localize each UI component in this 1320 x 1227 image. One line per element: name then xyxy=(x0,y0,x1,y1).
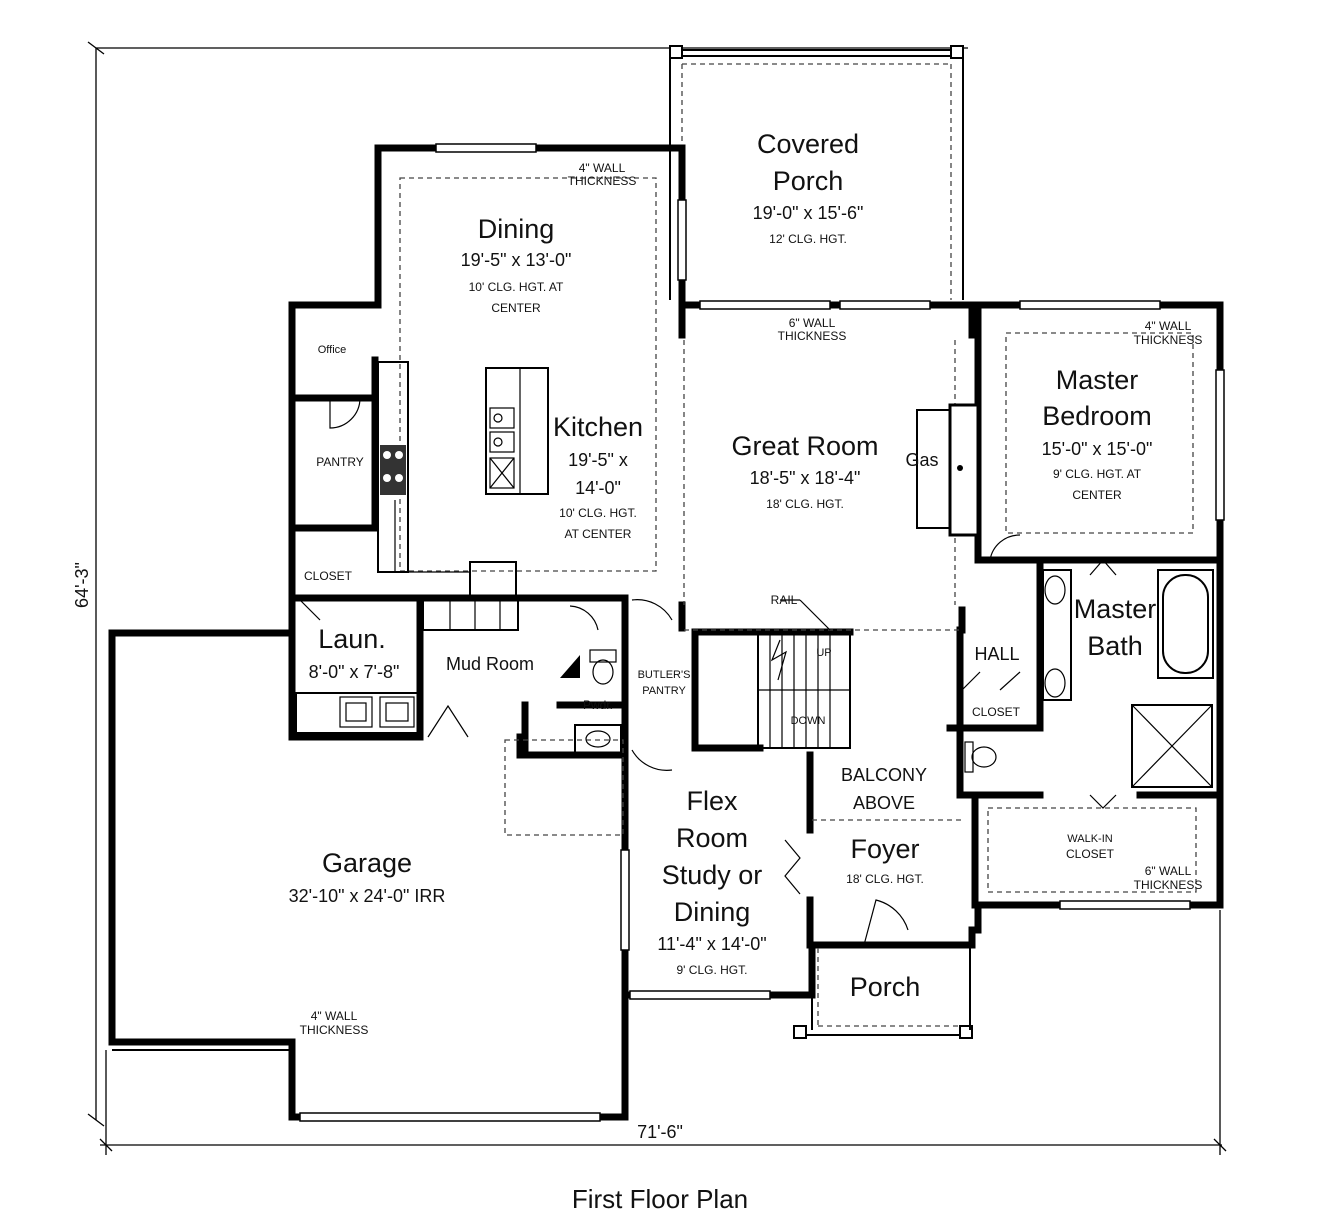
master-bath-fixtures xyxy=(964,569,1214,788)
fireplace-label: Gas xyxy=(905,450,938,470)
stairs-down-label: DOWN xyxy=(791,715,826,727)
garage-size: 32'-10" x 24'-0" IRR xyxy=(289,886,446,906)
staircase xyxy=(757,599,851,749)
rail-label: RAIL xyxy=(771,593,798,607)
kitchen-fixtures xyxy=(377,361,549,631)
mud-room-name: Mud Room xyxy=(446,654,534,674)
flex-room-size: 11'-4" x 14'-0" xyxy=(657,934,766,954)
butlers-pantry-1: BUTLER'S xyxy=(638,669,691,681)
butlers-pantry-2: PANTRY xyxy=(642,685,686,697)
ceiling-outlines xyxy=(399,177,1197,893)
laundry-size: 8'-0" x 7'-8" xyxy=(309,662,400,682)
kitchen-name: Kitchen xyxy=(553,412,643,442)
flex-room-2: Room xyxy=(676,823,748,853)
doors xyxy=(297,397,1117,946)
walk-in-wall-note-2: THICKNESS xyxy=(1134,878,1203,892)
kitchen-ceiling-1: 10' CLG. HGT. xyxy=(559,506,637,520)
front-porch xyxy=(793,948,973,1039)
dining-wall-note-2: THICKNESS xyxy=(568,174,637,188)
great-room-wall-note-2: THICKNESS xyxy=(778,329,847,343)
walk-in-wall-note-1: 6" WALL xyxy=(1145,864,1192,878)
master-bath-name-2: Bath xyxy=(1087,631,1143,661)
walk-in-closet-2: CLOSET xyxy=(1066,847,1115,861)
laundry-fixtures xyxy=(295,692,421,734)
kitchen-size-2: 14'-0" xyxy=(575,478,621,498)
great-room-name: Great Room xyxy=(731,431,878,461)
garage-wall-note-2: THICKNESS xyxy=(300,1023,369,1037)
exterior-walls xyxy=(108,144,1224,1121)
dining-wall-note-1: 4" WALL xyxy=(579,161,626,175)
balcony-1: BALCONY xyxy=(841,765,927,785)
great-room-wall-note-1: 6" WALL xyxy=(789,316,836,330)
kitchen-ceiling-2: AT CENTER xyxy=(565,527,632,541)
flex-room-3: Study or xyxy=(662,860,763,890)
fireplace xyxy=(916,403,980,537)
powder-fixtures xyxy=(560,649,622,754)
plan-title: First Floor Plan xyxy=(572,1184,748,1214)
powder-label: Pwdr. xyxy=(583,698,613,712)
stairs-up-label: UP xyxy=(816,647,831,659)
kitchen-size-1: 19'-5" x xyxy=(568,450,628,470)
master-bedroom-name-2: Bedroom xyxy=(1042,401,1152,431)
foyer-name: Foyer xyxy=(850,834,919,864)
overall-depth: 64'-3" xyxy=(72,562,92,608)
flex-room-4: Dining xyxy=(674,897,751,927)
dining-ceiling-2: CENTER xyxy=(491,301,541,315)
flex-room-ceiling: 9' CLG. HGT. xyxy=(677,963,748,977)
great-room-size: 18'-5" x 18'-4" xyxy=(750,468,861,488)
covered-porch-size: 19'-0" x 15'-6" xyxy=(753,203,864,223)
master-wall-note-1: 4" WALL xyxy=(1145,319,1192,333)
room-labels: Covered Porch 19'-0" x 15'-6" 12' CLG. H… xyxy=(289,129,1203,1037)
dining-ceiling-1: 10' CLG. HGT. AT xyxy=(469,280,564,294)
flex-room-1: Flex xyxy=(686,786,738,816)
master-bath-name-1: Master xyxy=(1074,594,1157,624)
porch-name: Porch xyxy=(850,972,921,1002)
walk-in-closet-1: WALK-IN xyxy=(1067,833,1112,845)
garage-wall-note-1: 4" WALL xyxy=(311,1009,358,1023)
dining-size: 19'-5" x 13'-0" xyxy=(461,250,572,270)
master-bedroom-name-1: Master xyxy=(1056,365,1139,395)
hall-closet-label: CLOSET xyxy=(972,705,1021,719)
covered-porch-structure xyxy=(669,45,964,300)
dimension-lines xyxy=(87,41,1227,1155)
covered-porch-name-1: Covered xyxy=(757,129,859,159)
pantry-label: PANTRY xyxy=(316,455,364,469)
hall-label: HALL xyxy=(974,644,1019,664)
laundry-name: Laun. xyxy=(318,624,386,654)
covered-porch-ceiling: 12' CLG. HGT. xyxy=(769,232,847,246)
laundry-closet-label: CLOSET xyxy=(304,569,353,583)
garage-name: Garage xyxy=(322,848,412,878)
office-label: Office xyxy=(318,344,347,356)
master-bedroom-size: 15'-0" x 15'-0" xyxy=(1042,439,1153,459)
windows xyxy=(299,143,1225,1122)
master-wall-note-2: THICKNESS xyxy=(1134,333,1203,347)
balcony-2: ABOVE xyxy=(853,793,915,813)
master-bedroom-ceiling-2: CENTER xyxy=(1072,488,1122,502)
foyer-ceiling: 18' CLG. HGT. xyxy=(846,872,924,886)
overall-width: 71'-6" xyxy=(637,1122,683,1142)
dining-name: Dining xyxy=(478,214,555,244)
covered-porch-name-2: Porch xyxy=(773,166,844,196)
great-room-ceiling: 18' CLG. HGT. xyxy=(766,497,844,511)
master-bedroom-ceiling-1: 9' CLG. HGT. AT xyxy=(1053,467,1142,481)
